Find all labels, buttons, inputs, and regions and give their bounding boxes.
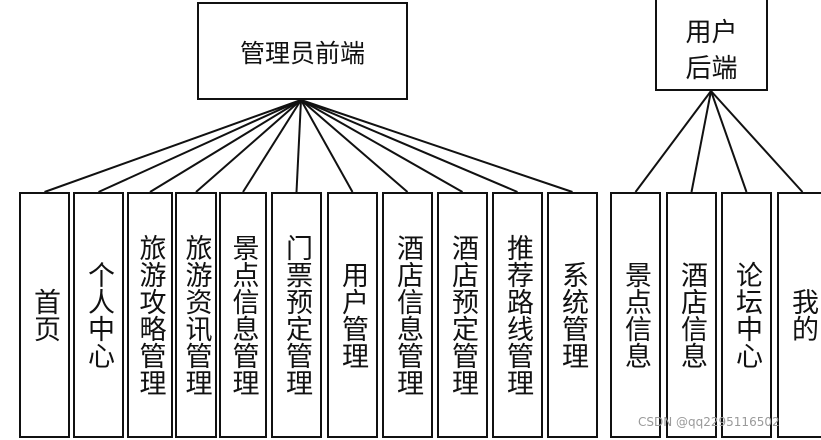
admin-child-node-2: 旅游攻略管理 xyxy=(127,192,173,438)
admin-child-connector xyxy=(300,99,573,193)
admin-child-node-label: 用户管理 xyxy=(337,261,368,369)
admin-child-node-label: 门票预定管理 xyxy=(281,234,312,396)
user-child-node-1: 酒店信息 xyxy=(666,192,717,438)
user-root-node: 用户 后端 xyxy=(655,0,768,91)
user-child-node-label: 论坛中心 xyxy=(731,261,762,369)
admin-child-node-1: 个人中心 xyxy=(73,192,124,438)
admin-child-node-label: 推荐路线管理 xyxy=(502,234,533,396)
admin-child-node-6: 用户管理 xyxy=(327,192,378,438)
admin-child-node-label: 系统管理 xyxy=(557,261,588,369)
admin-child-node-label: 旅游资讯管理 xyxy=(180,234,212,396)
user-child-connector xyxy=(690,90,712,193)
admin-child-node-8: 酒店预定管理 xyxy=(437,192,488,438)
user-child-node-3: 我的 xyxy=(777,192,821,438)
admin-child-connector xyxy=(300,99,463,193)
admin-child-node-9: 推荐路线管理 xyxy=(492,192,543,438)
admin-child-node-5: 门票预定管理 xyxy=(271,192,322,438)
admin-child-node-label: 酒店预定管理 xyxy=(447,234,478,396)
admin-child-node-label: 酒店信息管理 xyxy=(392,234,423,396)
user-root-label-line1: 用户 xyxy=(685,18,738,48)
admin-child-connector xyxy=(300,99,409,193)
admin-child-connector xyxy=(242,99,302,193)
admin-child-connector xyxy=(149,99,302,193)
admin-child-connector xyxy=(44,99,302,193)
admin-child-connector xyxy=(98,99,302,193)
user-child-connector xyxy=(634,90,712,193)
user-child-node-2: 论坛中心 xyxy=(721,192,772,438)
user-child-node-label: 景点信息 xyxy=(620,261,651,369)
admin-child-node-3: 旅游资讯管理 xyxy=(175,192,217,438)
admin-child-node-label: 首页 xyxy=(29,288,60,342)
csdn-watermark: CSDN @qq2295116502 xyxy=(638,415,780,429)
user-child-connector xyxy=(710,90,804,193)
admin-child-connector xyxy=(295,99,302,193)
admin-root-node: 管理员前端 xyxy=(197,2,408,100)
admin-child-connector xyxy=(195,99,302,193)
admin-root-label: 管理员前端 xyxy=(239,39,365,68)
user-child-node-0: 景点信息 xyxy=(610,192,661,438)
admin-child-node-label: 个人中心 xyxy=(83,261,114,369)
admin-child-node-label: 旅游攻略管理 xyxy=(134,234,166,396)
admin-child-node-4: 景点信息管理 xyxy=(219,192,267,438)
admin-child-node-7: 酒店信息管理 xyxy=(382,192,433,438)
user-root-label-line2: 后端 xyxy=(685,54,738,84)
admin-child-node-0: 首页 xyxy=(19,192,70,438)
admin-child-connector xyxy=(300,99,518,193)
admin-child-node-10: 系统管理 xyxy=(547,192,598,438)
admin-child-node-label: 景点信息管理 xyxy=(227,234,259,396)
user-child-node-label: 酒店信息 xyxy=(676,261,707,369)
admin-child-connector xyxy=(300,99,354,193)
user-child-node-label: 我的 xyxy=(787,288,818,342)
user-child-connector xyxy=(710,90,748,193)
